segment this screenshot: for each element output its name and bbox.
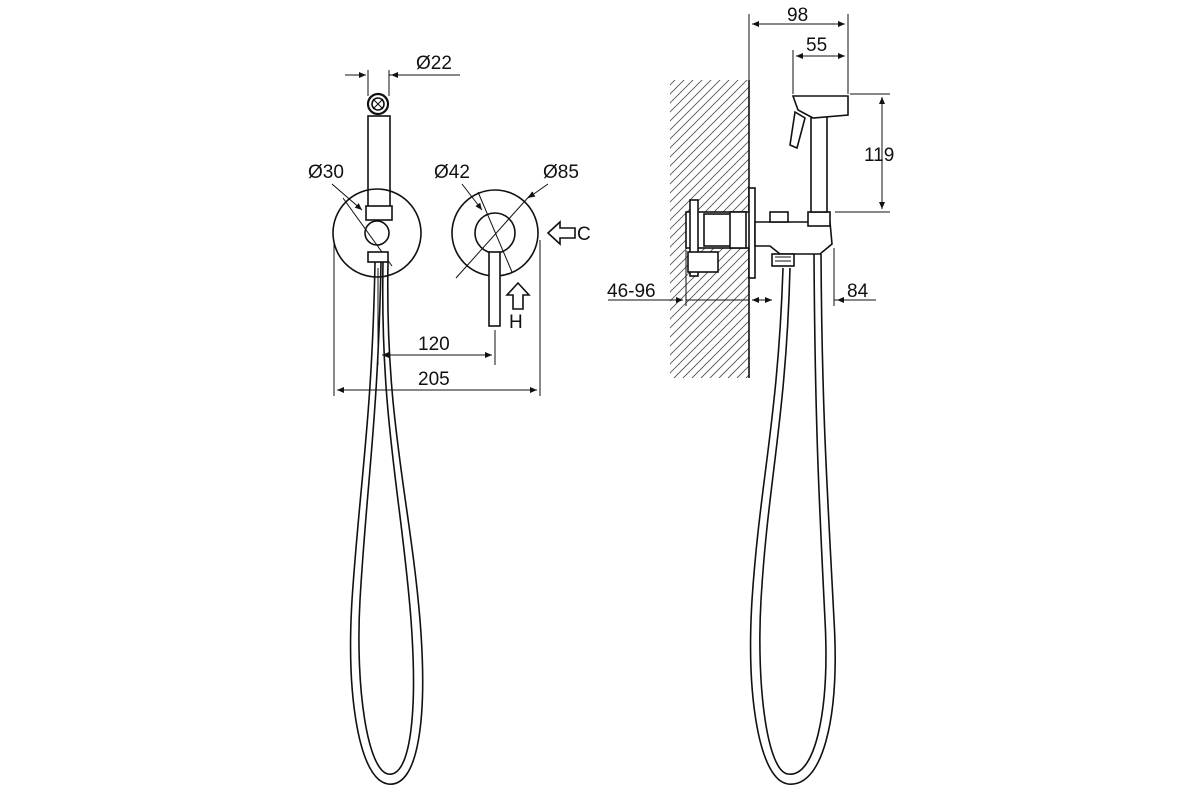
dim-center-distance <box>377 268 496 365</box>
front-view: C H Ø22 Ø30 Ø42 Ø85 120 <box>308 53 591 785</box>
wall-hatch-line <box>670 149 749 230</box>
dim-center-distance-label: 120 <box>418 334 450 355</box>
wall-hatch-line <box>670 104 749 185</box>
dim-outlet-projection-label: 84 <box>847 281 869 302</box>
dim-valve-flange-label: Ø85 <box>543 162 579 183</box>
dim-holder-flange-label: Ø30 <box>308 162 344 183</box>
wall-hatch-line <box>368 78 668 378</box>
wall-hatch-line <box>670 122 749 203</box>
wall-hatch-line <box>670 80 694 104</box>
wall-hatch-line <box>670 275 749 356</box>
wall-hatch-line <box>670 80 739 149</box>
wall-hatch-line <box>670 86 749 167</box>
wall-hatch-line <box>670 266 749 347</box>
hose-front <box>349 261 424 785</box>
dim-overall-width <box>333 240 541 396</box>
wall-hatch-line <box>691 320 749 378</box>
wall-hatch-line <box>670 257 749 338</box>
side-view: 98 55 119 46-96 84 <box>368 5 894 785</box>
dim-holder-flange-leader <box>331 183 363 211</box>
dim-valve-body-label: Ø42 <box>434 162 470 183</box>
wall-hatch-line <box>670 95 749 176</box>
dim-spray-head <box>345 70 460 96</box>
wall-hatch-line <box>670 80 676 86</box>
spray-head-side <box>789 95 849 227</box>
dim-head-height <box>835 93 890 213</box>
dim-overall-width-label: 205 <box>418 369 450 390</box>
wall-hatch-line <box>670 80 730 140</box>
dim-depth-total-label: 98 <box>787 5 808 26</box>
dim-wall-depth-label: 46-96 <box>607 281 656 302</box>
cold-inlet-arrow-icon <box>546 220 576 246</box>
dim-head-depth <box>792 50 845 94</box>
cold-inlet-label: C <box>577 224 591 245</box>
spray-handle-front <box>365 92 393 221</box>
dim-head-height-label: 119 <box>864 145 894 166</box>
outlet-elbow <box>754 211 833 267</box>
dim-depth-total <box>748 14 849 94</box>
wall-hatch-line <box>670 80 685 95</box>
dim-head-depth-label: 55 <box>806 35 827 56</box>
wall-hatch-line <box>670 113 749 194</box>
valve-body-side <box>685 187 756 279</box>
hot-inlet-arrow-icon <box>505 281 531 310</box>
dim-outlet-projection <box>755 248 876 306</box>
valve-flange <box>451 189 539 327</box>
wall-hatch-line <box>670 284 749 365</box>
dim-valve-body-leader <box>461 183 483 211</box>
wall-hatch-line <box>670 80 748 158</box>
wall-hatch-line <box>670 293 749 374</box>
wall-hatch-line <box>682 311 749 378</box>
wall-hatch-line <box>673 302 749 378</box>
dim-spray-head-label: Ø22 <box>416 53 452 74</box>
hose-side <box>749 253 836 785</box>
wall-hatch-line <box>670 158 749 239</box>
hot-inlet-label: H <box>509 312 523 333</box>
wall-hatch-line <box>670 80 721 131</box>
holder-flange <box>332 188 422 278</box>
dim-valve-flange-leader <box>527 183 549 199</box>
